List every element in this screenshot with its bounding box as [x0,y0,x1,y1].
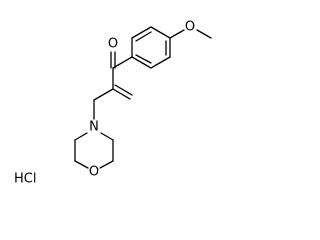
morpholine-bond-c3-o [99,160,114,169]
ring-bond-3 [150,26,171,39]
methoxy-oxygen-label: O [185,20,195,35]
ring-double-bond-inner-1 [135,31,152,42]
hcl-salt-label: HCl [14,172,36,187]
methoxy-methyl-bond [196,29,212,39]
ring-bond-5 [150,56,171,69]
aryl-carbonyl-bond [112,56,133,69]
morpholine-bond-o-c5 [74,160,89,169]
morpholine-bond-n-c2 [100,132,114,141]
morpholine-ring [74,132,114,169]
ring-bond-6 [131,56,152,69]
morpholine-bond-c6-n [74,132,88,141]
vinyl-ch2-bond [93,88,114,101]
morpholine-nitrogen-label: N [89,120,99,135]
methylene-double-bond-a [112,88,131,100]
ring-bond-2 [131,26,152,39]
ring-double-bond-inner-3 [135,54,152,64]
ketone-oxygen-label: O [108,37,118,52]
benzene-ring [131,26,171,69]
chemical-structure-diagram: O O N O HCl [14,20,212,187]
methylene-double-bond-b [114,84,133,96]
morpholine-oxygen-label: O [89,165,99,180]
aryl-methoxy-bond [169,29,185,39]
